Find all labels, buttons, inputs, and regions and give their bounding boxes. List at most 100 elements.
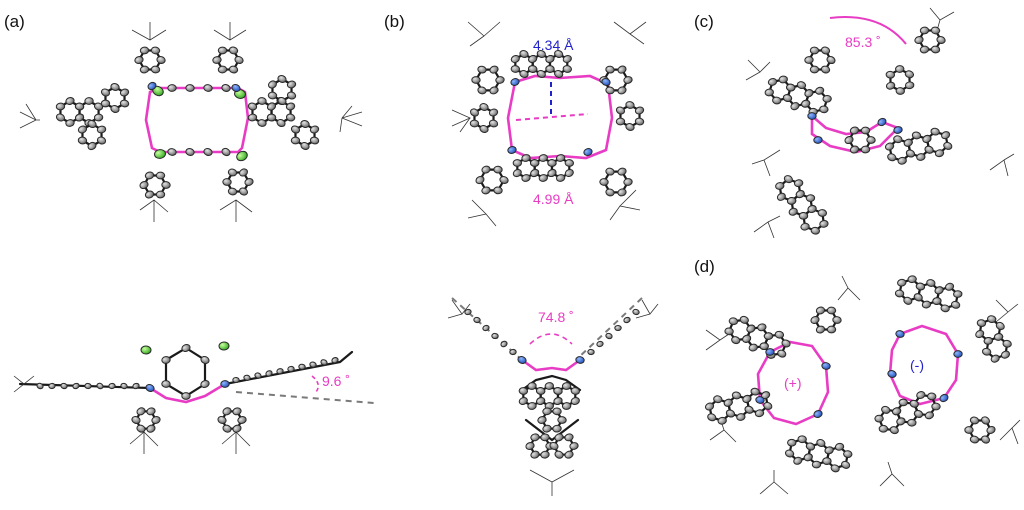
carbon-atom bbox=[300, 141, 310, 151]
carbon-atom bbox=[521, 174, 531, 182]
carbon-atom bbox=[1002, 339, 1012, 348]
carbon-atom bbox=[488, 108, 499, 117]
carbon-atom bbox=[267, 80, 277, 89]
carbon-atom bbox=[889, 426, 899, 435]
angle-label-c: 85.3 ˚ bbox=[845, 34, 881, 50]
carbon-atom bbox=[940, 304, 950, 313]
carbon-atom bbox=[809, 65, 820, 74]
carbon-atom bbox=[530, 168, 540, 178]
carbon-atom bbox=[217, 65, 228, 74]
carbon-atom bbox=[527, 65, 538, 73]
carbon-atom bbox=[232, 424, 242, 433]
carbon-atom bbox=[878, 424, 889, 433]
nitrogen-atom bbox=[507, 146, 517, 154]
carbon-atom bbox=[144, 190, 155, 199]
carbon-atom bbox=[542, 407, 552, 416]
carbon-atom bbox=[969, 435, 980, 444]
carbon-atom bbox=[788, 207, 798, 216]
carbon-atom bbox=[728, 317, 739, 326]
carbon-atom bbox=[469, 108, 479, 117]
carbon-atom bbox=[555, 174, 566, 182]
carbon-atom bbox=[819, 105, 829, 114]
carbon-atom bbox=[909, 399, 919, 408]
carbon-atom bbox=[860, 126, 871, 135]
carbon-atom bbox=[530, 450, 540, 459]
carbon-atom bbox=[564, 433, 574, 442]
carbon-atom bbox=[96, 136, 107, 145]
carbon-atom bbox=[615, 117, 626, 126]
carbon-atom bbox=[200, 379, 210, 389]
carbon-atom bbox=[934, 286, 944, 295]
carbon-atom bbox=[161, 181, 171, 189]
carbon-atom bbox=[617, 86, 627, 95]
carbon-atom bbox=[903, 296, 913, 305]
carbon-atom bbox=[161, 356, 171, 364]
carbon-atom bbox=[919, 45, 930, 54]
carbon-atom bbox=[919, 26, 930, 35]
carbon-atom bbox=[93, 102, 104, 111]
carbon-atom bbox=[625, 123, 635, 131]
carbon-atom bbox=[793, 179, 804, 188]
carbon-atom bbox=[545, 65, 555, 73]
carbon-atom bbox=[801, 99, 811, 108]
carbon-atom bbox=[731, 391, 742, 400]
panel-label-c: (c) bbox=[694, 12, 714, 31]
carbon-atom bbox=[596, 340, 604, 348]
distance-label-top: 4.34 Å bbox=[533, 37, 574, 53]
carbon-atom bbox=[150, 46, 161, 55]
carbon-atom bbox=[980, 416, 991, 425]
carbon-atom bbox=[905, 149, 916, 158]
carbon-atom bbox=[499, 176, 509, 184]
carbon-atom bbox=[185, 84, 195, 92]
carbon-atom bbox=[77, 136, 88, 145]
carbon-atom bbox=[500, 340, 508, 348]
nitrogen-atom bbox=[765, 348, 775, 356]
carbon-atom bbox=[569, 442, 579, 450]
carbon-atom bbox=[990, 354, 1000, 363]
guide-line-a bbox=[235, 391, 375, 404]
carbon-atom bbox=[725, 409, 736, 418]
nitrogen-atom bbox=[147, 81, 157, 91]
carbon-atom bbox=[707, 413, 717, 422]
carbon-atom bbox=[774, 330, 785, 339]
carbon-atom bbox=[843, 450, 853, 458]
carbon-atom bbox=[632, 308, 640, 316]
carbon-atom bbox=[537, 416, 547, 424]
carbon-atom bbox=[564, 168, 574, 178]
carbon-atom bbox=[605, 167, 615, 176]
carbon-atom bbox=[277, 75, 287, 83]
nitrogen-atom bbox=[813, 410, 823, 418]
carbon-atom bbox=[772, 96, 782, 105]
carbon-atom bbox=[238, 187, 249, 196]
carbon-atom bbox=[475, 175, 485, 185]
carbon-atom bbox=[832, 316, 842, 324]
carbon-atom bbox=[540, 433, 550, 442]
carbon-atom bbox=[247, 113, 258, 122]
carbon-atom bbox=[519, 70, 529, 78]
carbon-atom bbox=[943, 141, 953, 150]
carbon-atom bbox=[181, 343, 191, 353]
carbon-atom bbox=[934, 149, 945, 158]
carbon-atom bbox=[554, 433, 564, 442]
carbon-atom bbox=[904, 81, 915, 90]
carbon-atom bbox=[488, 119, 499, 128]
carbon-atom bbox=[748, 343, 758, 352]
carbon-atom bbox=[744, 405, 754, 414]
nitrogen-atom bbox=[231, 83, 241, 93]
carbon-atom bbox=[217, 415, 227, 425]
carbon-atom bbox=[782, 94, 793, 103]
carbon-atom bbox=[65, 119, 75, 127]
carbon-atom bbox=[555, 154, 566, 162]
carbon-atom bbox=[807, 205, 817, 213]
carbon-atom bbox=[161, 380, 171, 388]
carbon-atom bbox=[150, 65, 161, 74]
carbon-atom bbox=[904, 70, 915, 79]
carbon-atom bbox=[285, 102, 296, 111]
carbon-atom bbox=[521, 154, 531, 162]
carbon-atom bbox=[953, 290, 963, 298]
carbon-atom bbox=[796, 81, 807, 90]
carbon-atom bbox=[131, 416, 141, 424]
carbon-atom bbox=[519, 50, 529, 58]
carbon-atom bbox=[538, 154, 548, 162]
carbon-atom bbox=[320, 359, 328, 366]
